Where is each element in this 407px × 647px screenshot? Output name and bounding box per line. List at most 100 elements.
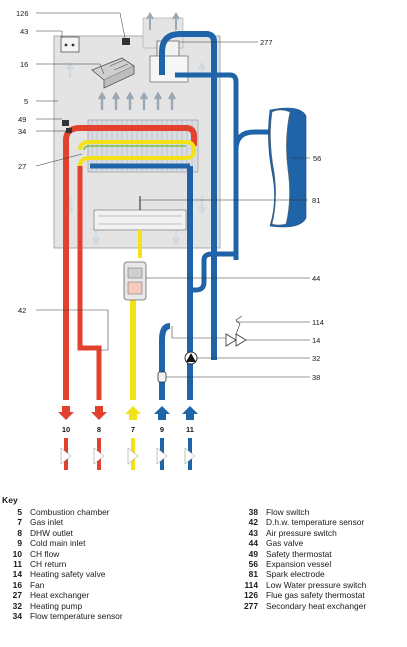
key-number: 11 (13, 559, 22, 570)
callout-44: 44 (312, 274, 320, 283)
air-flow-arrows (65, 61, 207, 246)
callout-126: 126 (16, 9, 29, 18)
boiler-schematic: 10 8 7 9 11 126 43 16 5 49 (16, 9, 324, 470)
key-number: 34 (12, 611, 22, 622)
key-number: 32 (12, 600, 22, 611)
key-label: Expansion vessel (266, 559, 332, 570)
pipe-label-gas-inlet: 7 (131, 425, 135, 434)
flow-switch (157, 371, 167, 383)
key-row: 126 Flue gas safety thermostat (234, 590, 366, 600)
key-label: Air pressure switch (266, 527, 337, 538)
callout-27: 27 (18, 162, 26, 171)
key-row: 27 Heat exchanger (2, 590, 123, 600)
key-row: 34 Flow temperature sensor (2, 611, 123, 621)
burner (93, 209, 187, 231)
key-label: Gas valve (266, 538, 304, 549)
flow-temperature-sensor (66, 128, 72, 133)
flue-gas-safety-thermostat (122, 38, 130, 45)
key-row: 43 Air pressure switch (234, 528, 366, 538)
key-number: 277 (244, 600, 258, 611)
dhw-temperature-sensor-line (60, 309, 109, 351)
key-label: Flow switch (266, 507, 310, 517)
callout-5: 5 (24, 97, 28, 106)
hot-gas-arrows (97, 91, 177, 110)
callout-43: 43 (20, 27, 28, 36)
key-number: 16 (12, 579, 22, 590)
key-label: Gas inlet (30, 517, 64, 528)
key-row: 10 CH flow (2, 549, 123, 559)
dhw-outlet-pipe (77, 166, 102, 400)
callout-49: 49 (18, 115, 26, 124)
secondary-exchanger-loop (159, 31, 217, 360)
heat-exchanger-dhw-coil (78, 140, 197, 167)
callout-34: 34 (18, 127, 26, 136)
pipe-label-cold-main: 9 (160, 425, 164, 434)
pipe-label-dhw-outlet: 8 (97, 425, 101, 434)
key-number: 42 (248, 517, 258, 528)
heating-safety-valve (225, 333, 237, 347)
key-label: CH flow (30, 548, 60, 559)
callout-42: 42 (18, 306, 26, 315)
key-row: 16 Fan (2, 580, 123, 590)
key-number: 7 (17, 517, 22, 528)
key-label: D.h.w. temperature sensor (266, 517, 365, 528)
key-row: 32 Heating pump (2, 601, 123, 611)
callout-16: 16 (20, 60, 28, 69)
key-label: Cold main inlet (30, 538, 86, 549)
key-number: 81 (248, 569, 258, 580)
key-label: Heat exchanger (30, 590, 90, 601)
key-label: Flue gas safety thermostat (266, 590, 365, 601)
isolation-valves (60, 438, 196, 470)
key-number: 44 (248, 538, 258, 549)
key-label: CH return (30, 559, 67, 570)
key-label: Flow temperature sensor (30, 611, 123, 622)
air-pressure-switch (60, 36, 80, 53)
key-number: 27 (12, 590, 22, 601)
low-water-pressure-switch-line (171, 326, 226, 339)
key-number: 43 (248, 527, 258, 538)
heat-exchanger-hot-tube (63, 125, 197, 146)
key-row: 277 Secondary heat exchanger (234, 601, 366, 611)
key-number: 114 (244, 579, 258, 590)
pipe-label-ch-return: 11 (186, 425, 194, 434)
key-number: 10 (12, 548, 22, 559)
key-label: Heating pump (30, 600, 83, 611)
key-row: 8 DHW outlet (2, 528, 123, 538)
callout-32: 32 (312, 354, 320, 363)
key-row: 56 Expansion vessel (234, 559, 366, 569)
key-label: Safety thermostat (266, 548, 332, 559)
cold-main-pipe (159, 323, 171, 385)
key-row: 9 Cold main inlet (2, 538, 123, 548)
key-label: Low Water pressure switch (266, 579, 367, 590)
key-row: 44 Gas valve (234, 538, 366, 548)
key-row: 42 D.h.w. temperature sensor (234, 517, 366, 527)
key-number: 8 (17, 527, 22, 538)
callout-81: 81 (312, 196, 320, 205)
flue-up-arrow (172, 12, 180, 30)
key-number: 56 (248, 559, 258, 570)
key-label: Fan (30, 579, 45, 590)
flue-up-arrow (146, 12, 154, 30)
callout-14: 14 (312, 336, 320, 345)
key-number: 5 (17, 507, 22, 517)
leader-lines (35, 12, 310, 378)
key-number: 126 (244, 590, 258, 601)
pipe-direction-arrows (58, 406, 198, 420)
key-title: Key (2, 495, 18, 505)
secondary-exchanger-outlet (175, 72, 239, 260)
key-number: 9 (17, 538, 22, 549)
key-row: 11 CH return (2, 559, 123, 569)
callout-277: 277 (260, 38, 273, 47)
key-label: Secondary heat exchanger (266, 600, 367, 611)
key-row: 7 Gas inlet (2, 517, 123, 527)
bypass-pipe (190, 251, 236, 293)
callout-56: 56 (313, 154, 321, 163)
key-label: Heating safety valve (30, 569, 106, 580)
key-label: DHW outlet (30, 527, 73, 538)
